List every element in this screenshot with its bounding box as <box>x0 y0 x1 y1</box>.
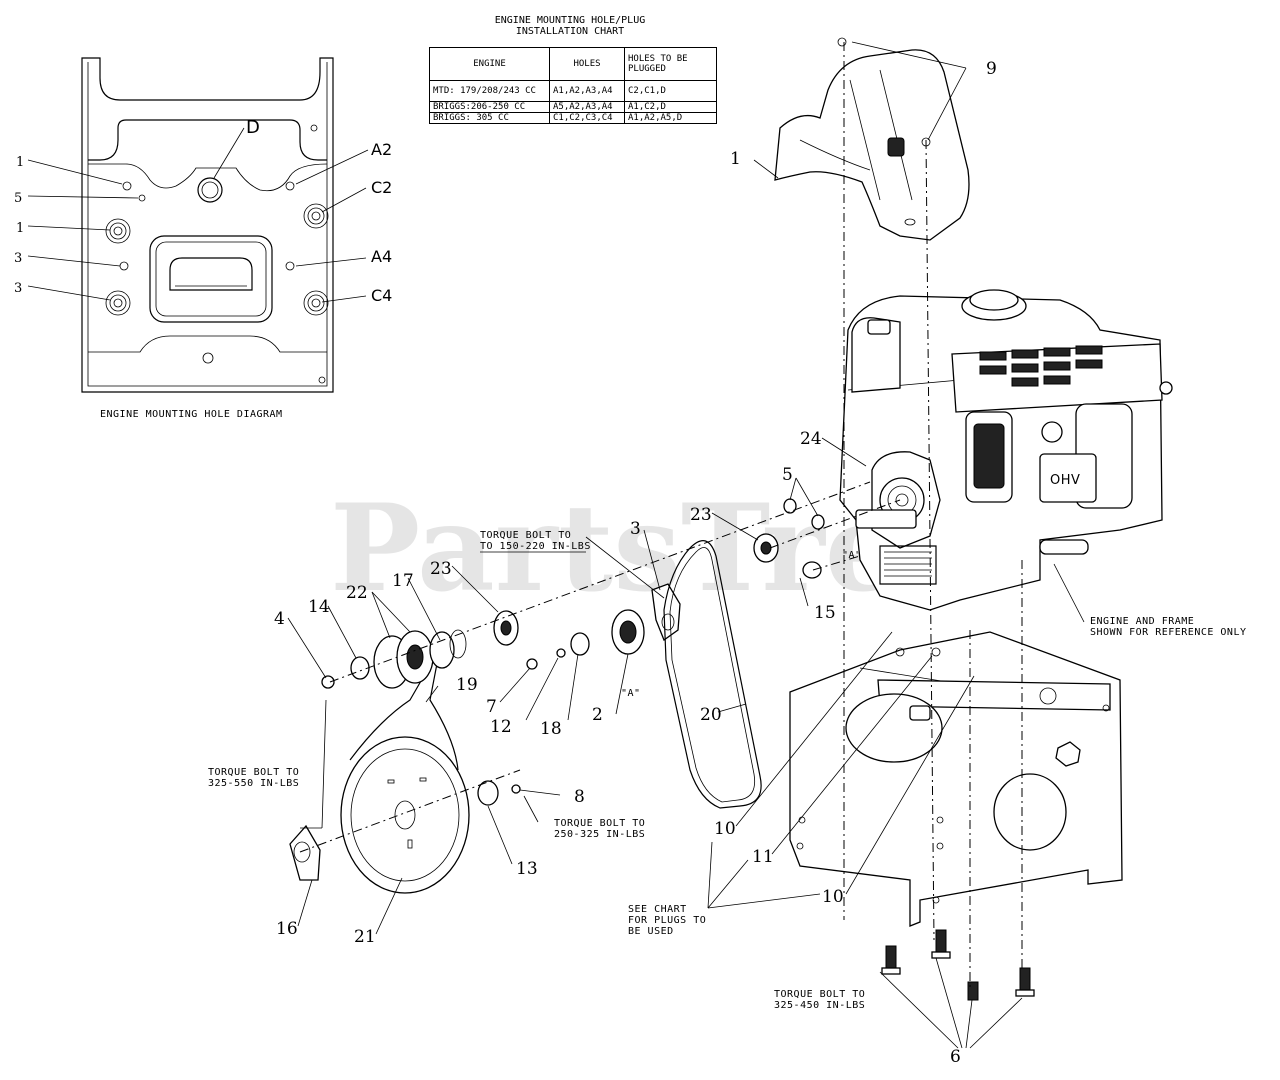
chart-title: ENGINE MOUNTING HOLE/PLUG INSTALLATION C… <box>470 15 670 37</box>
callout-24: 24 <box>800 429 822 449</box>
hole-label-1b: 1 <box>16 221 24 236</box>
callout-2: 2 <box>592 705 603 725</box>
callout-10a: 10 <box>714 819 736 839</box>
callout-6: 6 <box>950 1047 961 1067</box>
torque-note-3-line1: TORQUE BOLT TO <box>554 818 645 829</box>
belt-cover <box>774 37 970 241</box>
callout-1: 1 <box>730 149 741 169</box>
hole-label-c4: C4 <box>371 286 392 305</box>
a-mark-2: "A" <box>842 550 862 561</box>
header-plugged: HOLES TO BE PLUGGED <box>624 47 717 81</box>
callout-17: 17 <box>392 571 414 591</box>
a-mark-1: "A" <box>621 688 641 699</box>
hole-label-3b: 3 <box>14 281 22 296</box>
torque-note-2-line1: TORQUE BOLT TO <box>208 767 299 778</box>
hole-label-5: 5 <box>14 191 22 206</box>
installation-chart: ENGINE HOLES HOLES TO BE PLUGGED MTD: 17… <box>429 47 717 124</box>
callout-23a: 23 <box>430 559 452 579</box>
engine-note-line1: ENGINE AND FRAME <box>1090 616 1194 627</box>
engine: OHV <box>839 289 1173 611</box>
callout-13: 13 <box>516 859 538 879</box>
belt <box>663 540 762 809</box>
callout-16: 16 <box>276 919 298 939</box>
callout-20: 20 <box>700 705 722 725</box>
callout-23b: 23 <box>690 505 712 525</box>
table-row: BRIGGS: 305 CC C1,C2,C3,C4 A1,A2,A5,D <box>429 112 717 124</box>
torque-note-4-line2: 325-450 IN-LBS <box>774 1000 865 1011</box>
chart-title-line2: INSTALLATION CHART <box>515 26 625 37</box>
engine-ohv-label: OHV <box>1050 473 1080 488</box>
chart-title-line1: ENGINE MOUNTING HOLE/PLUG <box>494 15 646 26</box>
torque-note-1-line1: TORQUE BOLT TO <box>480 530 571 541</box>
upper-pulley-group <box>321 610 519 689</box>
callout-10b: 10 <box>822 887 844 907</box>
plugs-note-line3: BE USED <box>628 926 674 937</box>
notes: TORQUE BOLT TO TO 150-220 IN-LBS TORQUE … <box>208 530 1247 1011</box>
callout-9: 9 <box>986 59 997 79</box>
callout-19: 19 <box>456 675 478 695</box>
chart-header-row: ENGINE HOLES HOLES TO BE PLUGGED <box>429 47 717 81</box>
frame <box>789 631 1123 927</box>
assembly-centerlines <box>299 42 1023 990</box>
hole-label-a2: A2 <box>371 140 392 159</box>
engine-note-line2: SHOWN FOR REFERENCE ONLY <box>1090 627 1247 638</box>
plugs-note-line2: FOR PLUGS TO <box>628 915 706 926</box>
torque-note-1-line2: TO 150-220 IN-LBS <box>480 541 591 552</box>
callout-14: 14 <box>308 597 330 617</box>
callout-numbers: 9 1 24 5 23 3 23 17 22 14 4 7 19 12 18 2… <box>274 59 997 1067</box>
callout-15: 15 <box>814 603 836 623</box>
torque-note-3-line2: 250-325 IN-LBS <box>554 829 645 840</box>
hole-label-c2: C2 <box>371 178 392 197</box>
hole-label-a4: A4 <box>371 247 392 266</box>
callout-7: 7 <box>486 697 497 717</box>
callout-22: 22 <box>346 583 368 603</box>
callout-leaders <box>287 41 1085 1049</box>
header-engine: ENGINE <box>429 47 550 81</box>
callout-21: 21 <box>354 927 376 947</box>
hole-label-d: D <box>246 117 260 138</box>
callout-18: 18 <box>540 719 562 739</box>
torque-note-4-line1: TORQUE BOLT TO <box>774 989 865 1000</box>
callout-4: 4 <box>274 609 285 629</box>
cell-plugged: A1,A2,A5,D <box>624 112 717 124</box>
hole-label-3a: 3 <box>14 251 22 266</box>
engine-vents <box>979 345 1103 387</box>
table-row: BRIGGS:206-250 CC A5,A2,A3,A4 A1,C2,D <box>429 101 717 113</box>
table-row: MTD: 179/208/243 CC A1,A2,A3,A4 C2,C1,D <box>429 80 717 102</box>
drive-pulley <box>289 647 470 894</box>
frame-bolts <box>881 929 1035 1001</box>
callout-3: 3 <box>630 519 641 539</box>
hole-diagram-caption: ENGINE MOUNTING HOLE DIAGRAM <box>100 409 283 420</box>
torque-note-2-line2: 325-550 IN-LBS <box>208 778 299 789</box>
plugs-note-line1: SEE CHART <box>628 904 687 915</box>
hole-label-1a: 1 <box>16 155 24 170</box>
callout-5: 5 <box>782 465 793 485</box>
mounting-plate: 1 5 1 3 3 D A2 C2 A4 C4 ENGINE MOUNTING … <box>14 57 392 420</box>
callout-12: 12 <box>490 717 512 737</box>
callout-8: 8 <box>574 787 585 807</box>
callout-11: 11 <box>752 847 774 867</box>
idler-parts <box>477 498 825 806</box>
